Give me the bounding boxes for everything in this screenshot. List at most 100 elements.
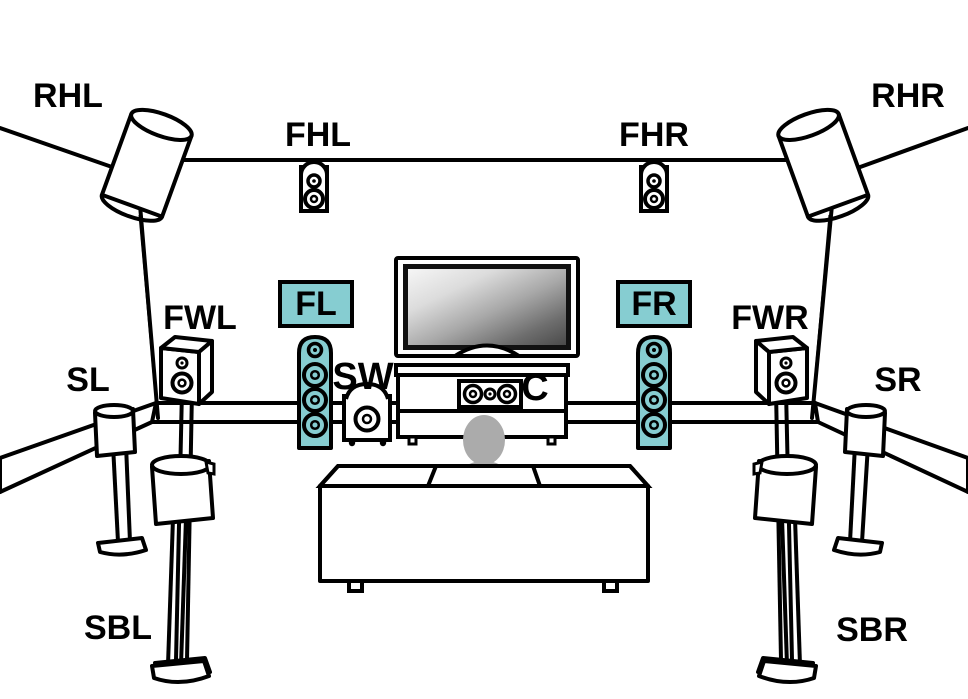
fhr-rounded-top	[639, 160, 669, 176]
baseboard-corner-right-join	[813, 401, 820, 424]
rhr-top-cap	[776, 107, 841, 142]
fwr-woofer-cap	[781, 378, 791, 388]
sr-stand-pole-b	[860, 444, 870, 543]
speaker-fwl	[153, 335, 214, 680]
sr-stand-pole-a	[848, 444, 857, 543]
label-fhl: FHL	[285, 116, 351, 154]
fhr-woofer-dust-cap	[649, 194, 659, 204]
rhl-mount-line	[138, 214, 160, 419]
label-rhr: RHR	[871, 77, 945, 115]
subwoofer-rounded-top	[344, 382, 390, 400]
sl-stand-base	[96, 536, 148, 557]
label-fwr: FWR	[731, 299, 808, 337]
sofa-cushion-divider-right	[531, 465, 542, 487]
fl-woofer-3-cap	[309, 419, 321, 431]
label-rhl: RHL	[33, 77, 103, 115]
label-sbl: SBL	[84, 609, 152, 647]
label-fl-box	[278, 280, 354, 328]
center-woofer-left-cap	[468, 389, 478, 399]
sofa-backrest	[318, 464, 650, 488]
sofa-foot-left	[347, 579, 364, 593]
rhr-bottom-curve	[806, 194, 871, 223]
tv-stand	[394, 363, 570, 446]
label-fl-text: FL	[295, 285, 337, 323]
sl-top-cap	[93, 403, 135, 419]
speaker-fl	[297, 335, 333, 450]
tv-stand-neck	[453, 343, 521, 358]
subwoofer-foot-left	[348, 439, 356, 447]
baseboard-corner-left-join	[150, 401, 158, 424]
center-tweeter-dome	[488, 392, 492, 396]
fhl-woofer-dust-cap	[309, 194, 319, 204]
fr-woofer-1-cap	[648, 369, 660, 381]
sofa-foot-right	[602, 579, 619, 593]
sofa-cushion-divider-left	[426, 465, 438, 487]
fwl-pole-a	[174, 389, 184, 661]
speaker-subwoofer	[342, 382, 392, 447]
label-c: C	[521, 367, 548, 409]
center-woofer-right-cap	[502, 389, 512, 399]
fwr-cabinet-side	[754, 339, 771, 406]
label-sl: SL	[66, 361, 109, 399]
fwr-pole-b	[774, 389, 783, 661]
speaker-fwr	[754, 335, 815, 680]
rhl-bottom-curve	[99, 194, 164, 223]
fwr-pole-a	[784, 389, 794, 661]
label-sbr: SBR	[836, 611, 908, 649]
fwl-cabinet-side	[197, 339, 214, 406]
label-sr: SR	[874, 361, 921, 399]
speaker-rhl	[99, 107, 194, 223]
fwl-pole-b	[185, 389, 194, 661]
speaker-labels: RHL FHL FHR RHR FWL FWR SL SR SW C SBL S…	[33, 77, 945, 649]
speaker-fr	[636, 335, 672, 450]
sr-stand-base	[832, 536, 884, 557]
listener-head	[463, 415, 505, 465]
subwoofer-cabinet	[342, 394, 392, 442]
rhr-mount-line	[810, 214, 832, 419]
sbl-pole-base	[150, 659, 211, 684]
speaker-sbl	[150, 454, 216, 684]
label-sw: SW	[332, 356, 393, 398]
label-fr-box	[616, 280, 692, 328]
label-fwl: FWL	[163, 299, 237, 337]
label-fr-highlight: FR	[616, 280, 692, 328]
fwr-tweeter-dome	[784, 361, 788, 365]
speaker-sl	[93, 403, 148, 557]
fl-woofer-2-cap	[309, 394, 321, 406]
speaker-sr	[832, 403, 887, 557]
fl-woofer-1-cap	[309, 369, 321, 381]
sbr-pole-b	[780, 517, 789, 666]
tv-screen	[408, 269, 566, 345]
speaker-rhr	[776, 107, 871, 223]
speaker-fhl	[299, 160, 329, 213]
fwl-tweeter-dome	[180, 361, 184, 365]
rhl-top-cap	[129, 107, 194, 142]
label-fl-highlight: FL	[278, 280, 354, 328]
fwl-woofer-cap	[177, 378, 187, 388]
sbr-top-cap	[756, 454, 818, 476]
fr-tweeter-dome	[652, 348, 656, 352]
label-fr-text: FR	[631, 285, 676, 323]
sbl-top-cap	[150, 454, 212, 476]
subwoofer-driver-cap	[361, 413, 373, 425]
sbl-side-detail	[204, 459, 216, 476]
sl-stand-pole-b	[124, 444, 132, 543]
sbl-pole-b	[179, 517, 188, 666]
baseboard-right-top	[813, 401, 968, 460]
speaker-sbr	[752, 454, 818, 684]
sofa-body	[318, 484, 650, 583]
fr-woofer-3-cap	[648, 419, 660, 431]
fhl-rounded-top	[299, 160, 329, 176]
sbr-side-detail	[752, 459, 764, 476]
fl-tweeter-dome	[313, 348, 317, 352]
fhl-tweeter-dome	[312, 179, 316, 183]
fhr-tweeter-dome	[652, 179, 656, 183]
subwoofer-foot-right	[379, 439, 387, 447]
label-fhr: FHR	[619, 116, 689, 154]
television	[394, 256, 580, 358]
sbr-pole-a	[793, 517, 802, 666]
sr-top-cap	[845, 403, 887, 419]
highlighted-labels: FL FR	[278, 280, 692, 328]
